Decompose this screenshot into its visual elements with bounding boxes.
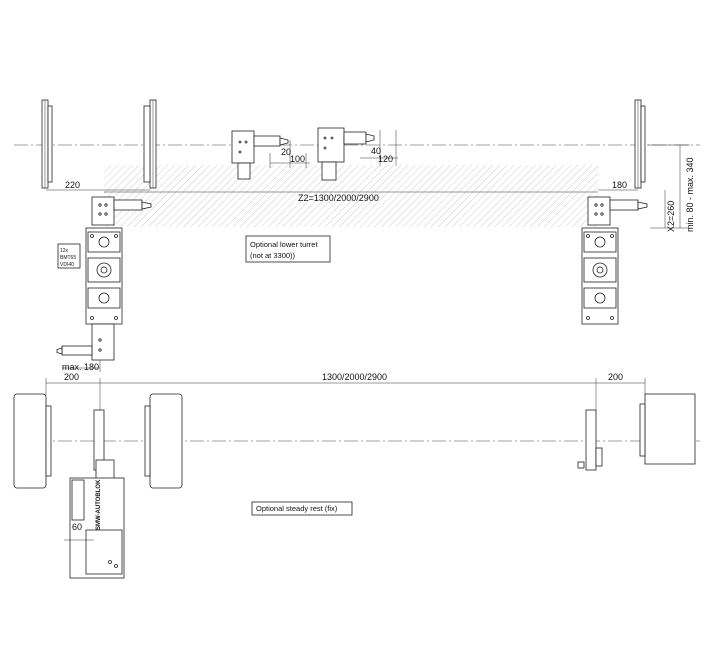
steady-rest-left: SMW-AUTOBLOK	[64, 409, 125, 579]
dim-180: 180	[612, 180, 627, 190]
right-lower-turret	[581, 196, 648, 325]
dimension-lines-bottom	[45, 378, 646, 410]
dim-x2: X2=260	[666, 201, 676, 232]
left-spindle-bottom	[13, 393, 52, 489]
steady-rest-label: Optional steady rest (fix)	[256, 504, 338, 513]
dim-max-180: max. 180	[62, 362, 99, 372]
dim-120: 120	[378, 154, 393, 164]
left-chuck-2-top	[143, 99, 157, 189]
dimension-lines-top	[46, 130, 690, 372]
lower-turret-label-1: Optional lower turret	[250, 240, 318, 249]
steady-rest-right	[577, 409, 603, 471]
dim-z2: Z2=1300/2000/2900	[298, 193, 379, 203]
right-chuck-top	[634, 99, 646, 189]
left-chuck-top	[41, 99, 53, 189]
brand-label: SMW-AUTOBLOK	[96, 479, 102, 530]
middle-spindle-bottom	[144, 393, 183, 489]
dim-bottom-left: 200	[64, 372, 79, 382]
dim-220: 220	[65, 180, 80, 190]
dim-40: 40	[371, 146, 381, 156]
tool-note-3: VDI40	[60, 262, 74, 268]
lower-turret-label-2: (not at 3300))	[250, 251, 296, 260]
lower-turret-callout: Optional lower turret (not at 3300))	[245, 235, 331, 263]
dim-60: 60	[72, 522, 82, 532]
dim-20: 20	[281, 147, 291, 157]
working-area-hatch	[104, 165, 598, 227]
left-lower-turret	[56, 196, 152, 361]
upper-tool-block-2	[317, 127, 375, 181]
tool-note-2: BMT65	[60, 255, 76, 261]
tool-note-1: 12x	[60, 248, 69, 254]
dim-100: 100	[290, 154, 305, 164]
tool-note-box: 12x BMT65 VDI40	[57, 243, 81, 269]
upper-tool-block-1	[231, 130, 289, 180]
right-spindle-bottom	[639, 393, 696, 465]
dim-bottom-right: 200	[608, 372, 623, 382]
dim-bottom-center: 1300/2000/2900	[322, 372, 387, 382]
steady-rest-callout: Optional steady rest (fix)	[251, 501, 353, 516]
dim-min-max: min. 80 - max. 340	[685, 157, 695, 232]
